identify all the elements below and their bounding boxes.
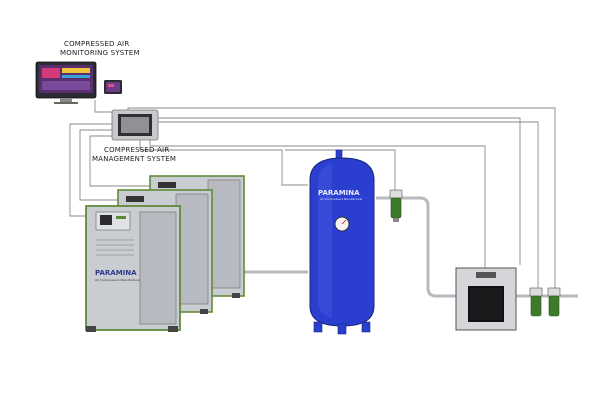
pressure-gauge-icon: [334, 216, 350, 232]
tablet-icon: [104, 80, 122, 94]
management-label-line2: MANAGEMENT SYSTEM: [92, 155, 176, 163]
compressor-tagline: Air Compressors Manufacturer: [95, 278, 141, 282]
monitor-icon: [35, 61, 97, 104]
monitoring-label-line1: COMPRESSED AIR: [64, 40, 129, 48]
vent-grille-icon: [96, 239, 134, 256]
compressor-1: PARAMINA Air Compressors Manufacturer: [85, 205, 181, 332]
line-filter: [389, 189, 403, 222]
tank-tagline: Air Compressors Manufacturer: [320, 197, 363, 201]
air-dryer: [455, 267, 517, 331]
monitoring-label-line2: MONITORING SYSTEM: [60, 49, 140, 57]
monitoring-system: COMPRESSED AIR MONITORING SYSTEM: [35, 40, 140, 104]
air-receiver-tank: PARAMINA Air Compressors Manufacturer: [309, 149, 375, 335]
tank-brand: PARAMINA: [318, 189, 360, 197]
management-label-line1: COMPRESSED AIR: [104, 146, 169, 154]
outlet-filter-1: [529, 287, 543, 317]
tank-legs: [313, 321, 371, 335]
management-controller: COMPRESSED AIR MANAGEMENT SYSTEM: [92, 109, 176, 163]
air-piping: [242, 196, 578, 298]
outlet-filter-2: [547, 287, 561, 317]
compressor-brand: PARAMINA: [95, 269, 137, 277]
